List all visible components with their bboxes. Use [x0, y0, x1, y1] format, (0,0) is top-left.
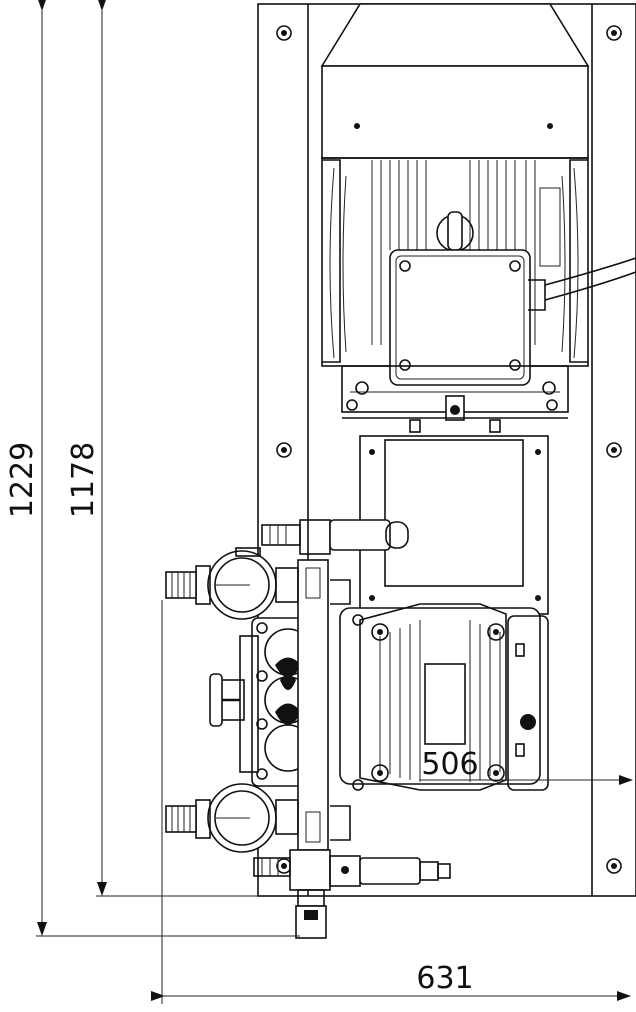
lower-port-fitting	[165, 783, 351, 853]
mounting-holes	[276, 25, 622, 874]
upper-port-fitting	[165, 547, 351, 620]
dimension-frame-height: 1178	[66, 0, 258, 897]
dimension-total-height-label: 1229	[5, 442, 40, 518]
dimension-total-width: 631	[151, 600, 631, 1004]
dimension-offset: 506	[420, 747, 633, 785]
dimension-total-height: 1229	[5, 0, 300, 937]
electric-motor	[320, 3, 636, 433]
discharge-manifold	[261, 519, 409, 851]
dimension-offset-label: 506	[421, 747, 478, 782]
pressure-valve-assembly	[253, 849, 451, 939]
dimension-frame-height-label: 1178	[66, 442, 101, 518]
piston-pump	[339, 603, 549, 791]
dimension-total-width-label: 631	[416, 961, 473, 996]
